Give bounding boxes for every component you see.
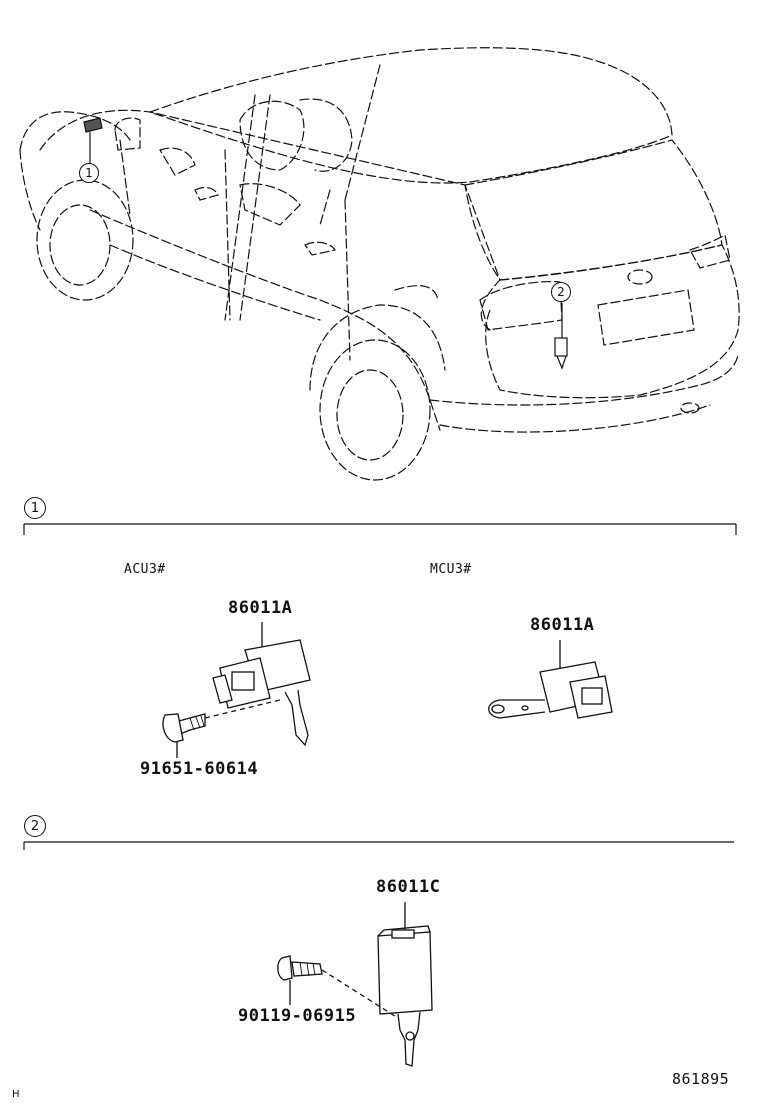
corner-mark: H	[12, 1089, 20, 1100]
vehicle-callout-1: 1	[79, 163, 99, 183]
section-1-number-text: 1	[30, 500, 40, 516]
part-number-mcu-sensor[interactable]: 86011A	[530, 615, 595, 635]
vehicle-sensor-2-marker	[554, 303, 568, 370]
vehicle-sensor-1-marker	[83, 117, 103, 165]
section-2-number-text: 2	[30, 818, 40, 834]
part-number-rear-sensor[interactable]: 86011C	[376, 877, 441, 897]
mcu-sensor-drawing	[488, 640, 613, 719]
part-number-acu-sensor[interactable]: 86011A	[228, 598, 293, 618]
section-2-number: 2	[24, 815, 46, 837]
vehicle-callout-1-number: 1	[85, 166, 93, 180]
variant-mcu-label: MCU3#	[430, 562, 472, 577]
rear-sensor-drawing	[277, 902, 433, 1067]
vehicle-callout-2: 2	[551, 282, 571, 302]
vehicle-illustration	[19, 47, 740, 481]
variant-acu-label: ACU3#	[124, 562, 166, 577]
part-number-acu-bolt[interactable]: 91651-60614	[140, 759, 259, 779]
diagram-code: 861895	[672, 1070, 730, 1088]
section-1-number: 1	[24, 497, 46, 519]
vehicle-callout-2-number: 2	[557, 285, 565, 299]
acu-sensor-drawing	[162, 622, 311, 758]
part-number-rear-bolt[interactable]: 90119-06915	[238, 1006, 357, 1026]
